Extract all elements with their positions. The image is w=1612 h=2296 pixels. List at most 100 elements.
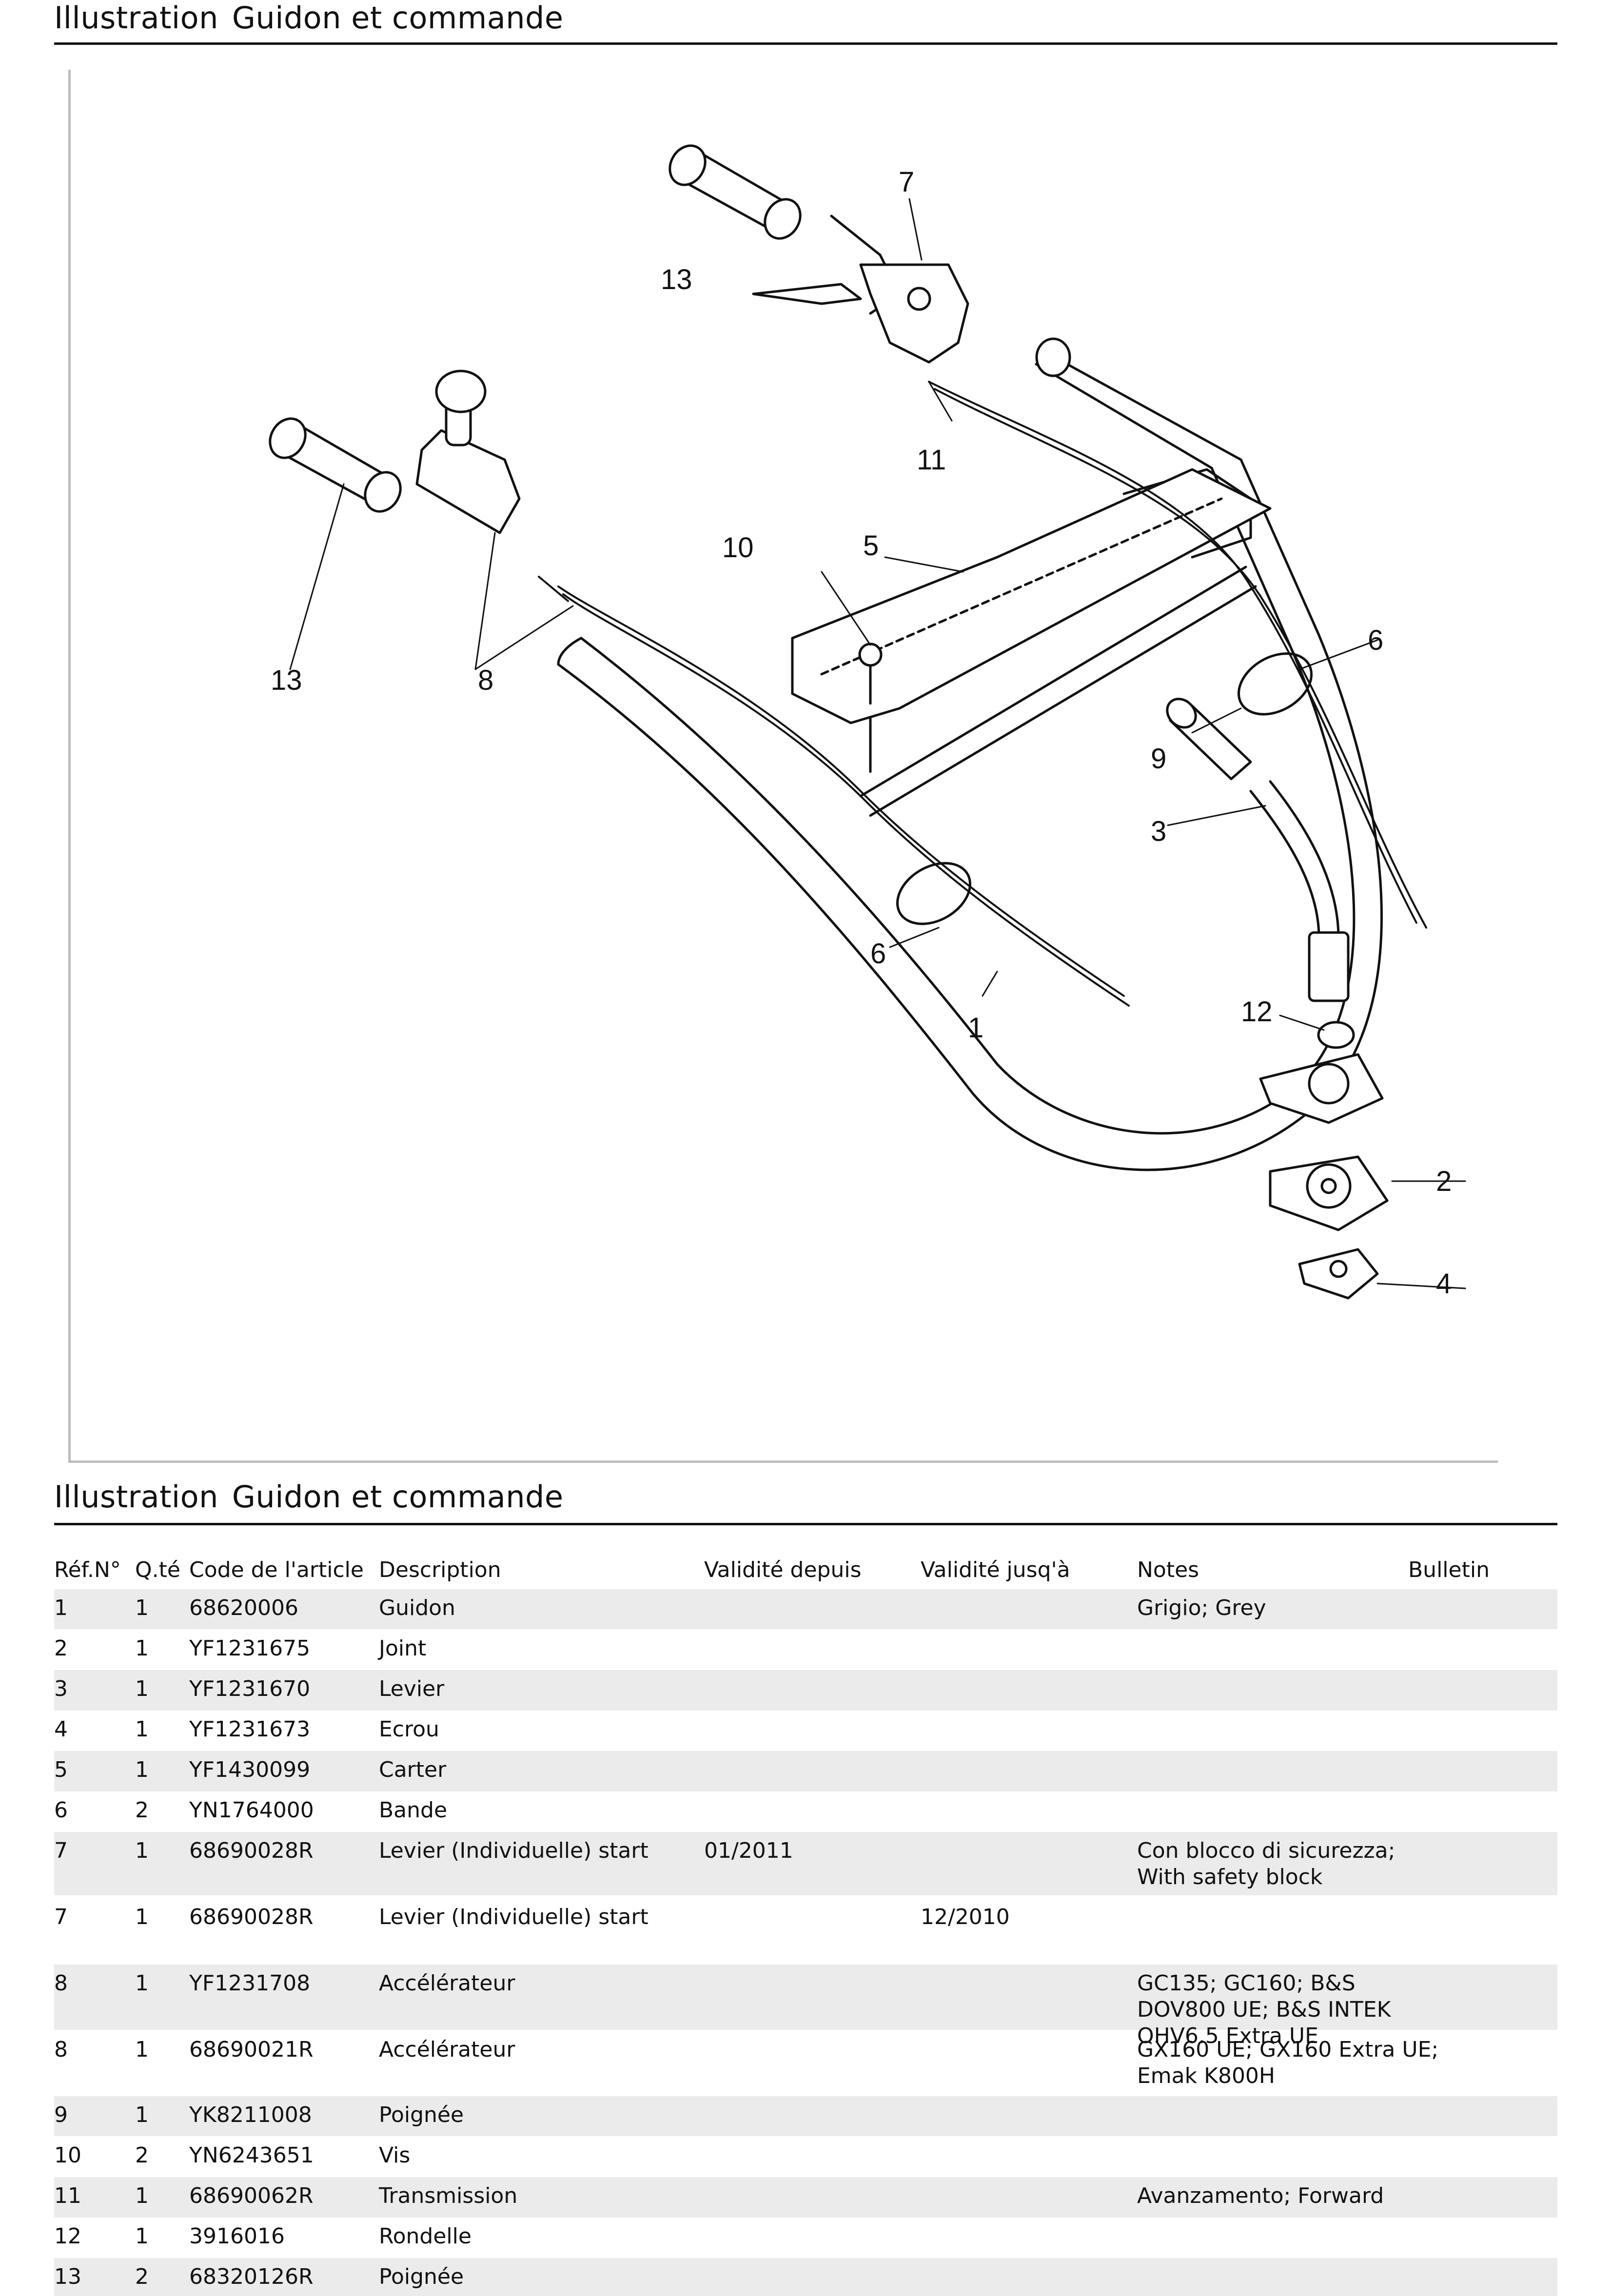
callout-label: 3 xyxy=(1151,816,1166,847)
start-lever xyxy=(752,214,969,364)
row-code: 68690028R xyxy=(189,1905,314,1929)
note-line: GC135; GC160; B&S xyxy=(1137,1971,1356,1996)
callout-labels: 7 13 11 10 5 6 13 8 9 3 6 12 1 2 4 xyxy=(271,166,1452,1300)
row-notes: Avanzamento; Forward xyxy=(1137,2183,1384,2209)
callout-label: 4 xyxy=(1436,1268,1452,1300)
lever-rod xyxy=(1249,780,1350,1002)
callout-label: 11 xyxy=(917,444,946,476)
row-description: Levier (Individuelle) start xyxy=(379,1905,649,1929)
row-qty: 1 xyxy=(135,1636,149,1661)
table-row: 7 1 68690028R Levier (Individuelle) start 12… xyxy=(54,1898,1557,1962)
row-ref: 7 xyxy=(54,1838,68,1863)
leader-lines xyxy=(289,198,1466,1289)
row-qty: 1 xyxy=(135,2037,149,2062)
band-right xyxy=(1237,652,1313,716)
row-qty: 2 xyxy=(135,2143,149,2168)
row-qty: 1 xyxy=(135,2183,149,2208)
callout-label: 5 xyxy=(863,530,879,562)
row-code: 3916016 xyxy=(189,2224,285,2249)
row-description: Bande xyxy=(379,1798,448,1823)
row-ref: 2 xyxy=(54,1636,68,1661)
callout-label: 10 xyxy=(722,532,754,564)
row-description: Guidon xyxy=(379,1596,455,1620)
handlebar-tube xyxy=(557,337,1383,1171)
row-ref: 1 xyxy=(54,1596,68,1620)
callout-label: 12 xyxy=(1241,996,1273,1028)
note-line: Con blocco di sicurezza; xyxy=(1137,1838,1396,1863)
row-notes: Con blocco di sicurezza;With safety bloc… xyxy=(1137,1838,1395,1890)
row-valid-until: 12/2010 xyxy=(921,1905,1010,1929)
row-description: Carter xyxy=(379,1757,447,1782)
handle-knob xyxy=(1166,698,1252,780)
row-description: Joint xyxy=(379,1636,427,1661)
row-ref: 7 xyxy=(54,1905,68,1929)
exploded-diagram: 7 13 11 10 5 6 13 8 9 3 6 12 1 2 4 xyxy=(269,144,1466,1300)
callout-label: 9 xyxy=(1151,743,1166,775)
row-ref: 10 xyxy=(54,2143,81,2168)
col-qty: Q.té xyxy=(135,1557,180,1582)
row-ref: 11 xyxy=(54,2183,81,2208)
right-grip xyxy=(668,144,802,240)
row-description: Rondelle xyxy=(379,2224,472,2249)
col-bulletin: Bulletin xyxy=(1408,1557,1490,1582)
callout-label: 6 xyxy=(870,938,886,970)
table-illustration-title: Guidon et commande xyxy=(232,1479,564,1515)
table-illustration-label: Illustration xyxy=(54,1479,218,1515)
row-code: 68690021R xyxy=(189,2037,314,2062)
row-qty: 1 xyxy=(135,1717,149,1742)
row-ref: 5 xyxy=(54,1757,68,1782)
throttle-lever xyxy=(415,370,521,534)
note-line: GX160 UE; GX160 Extra UE; xyxy=(1137,2037,1439,2062)
col-description: Description xyxy=(379,1557,501,1582)
row-qty: 1 xyxy=(135,1905,149,1929)
row-ref: 9 xyxy=(54,2102,68,2127)
table-row: 5 1 YF1430099 Carter xyxy=(54,1751,1557,1791)
note-line: DOV800 UE; B&S INTEK xyxy=(1137,1997,1391,2022)
col-code: Code de l'article xyxy=(189,1557,364,1582)
row-code: YF1231675 xyxy=(189,1636,311,1661)
row-code: YF1231673 xyxy=(189,1717,311,1742)
row-notes: GX160 UE; GX160 Extra UE;Emak K800H xyxy=(1137,2037,1438,2089)
row-qty: 1 xyxy=(135,2102,149,2127)
row-code: YF1231670 xyxy=(189,1676,311,1701)
col-valid-until: Validité jusq'à xyxy=(921,1557,1070,1582)
carter-plate xyxy=(791,468,1272,724)
callout-label: 13 xyxy=(271,664,302,696)
row-qty: 1 xyxy=(135,1971,149,1996)
row-code: YF1231708 xyxy=(189,1971,311,1996)
table-rule xyxy=(54,1523,1557,1525)
row-code: 68320126R xyxy=(189,2264,314,2289)
joint-upper xyxy=(1259,1053,1384,1124)
callout-label: 2 xyxy=(1436,1166,1452,1197)
row-qty: 1 xyxy=(135,2224,149,2249)
row-description: Poignée xyxy=(379,2102,464,2127)
row-qty: 1 xyxy=(135,1838,149,1863)
row-code: YF1430099 xyxy=(189,1757,311,1782)
row-description: Poignée xyxy=(379,2264,464,2289)
note-line: Avanzamento; Forward xyxy=(1137,2183,1384,2208)
row-description: Ecrou xyxy=(379,1717,439,1742)
washer xyxy=(1317,1021,1355,1049)
callout-label: 7 xyxy=(899,166,914,198)
illustration-label: Illustration xyxy=(54,0,218,36)
row-qty: 1 xyxy=(135,1596,149,1620)
band-left xyxy=(896,862,972,925)
row-qty: 1 xyxy=(135,1757,149,1782)
note-line: OHV6.5 Extra UE xyxy=(1137,2024,1318,2048)
row-ref: 3 xyxy=(54,1676,68,1701)
row-description: Accélérateur xyxy=(379,1971,515,1996)
